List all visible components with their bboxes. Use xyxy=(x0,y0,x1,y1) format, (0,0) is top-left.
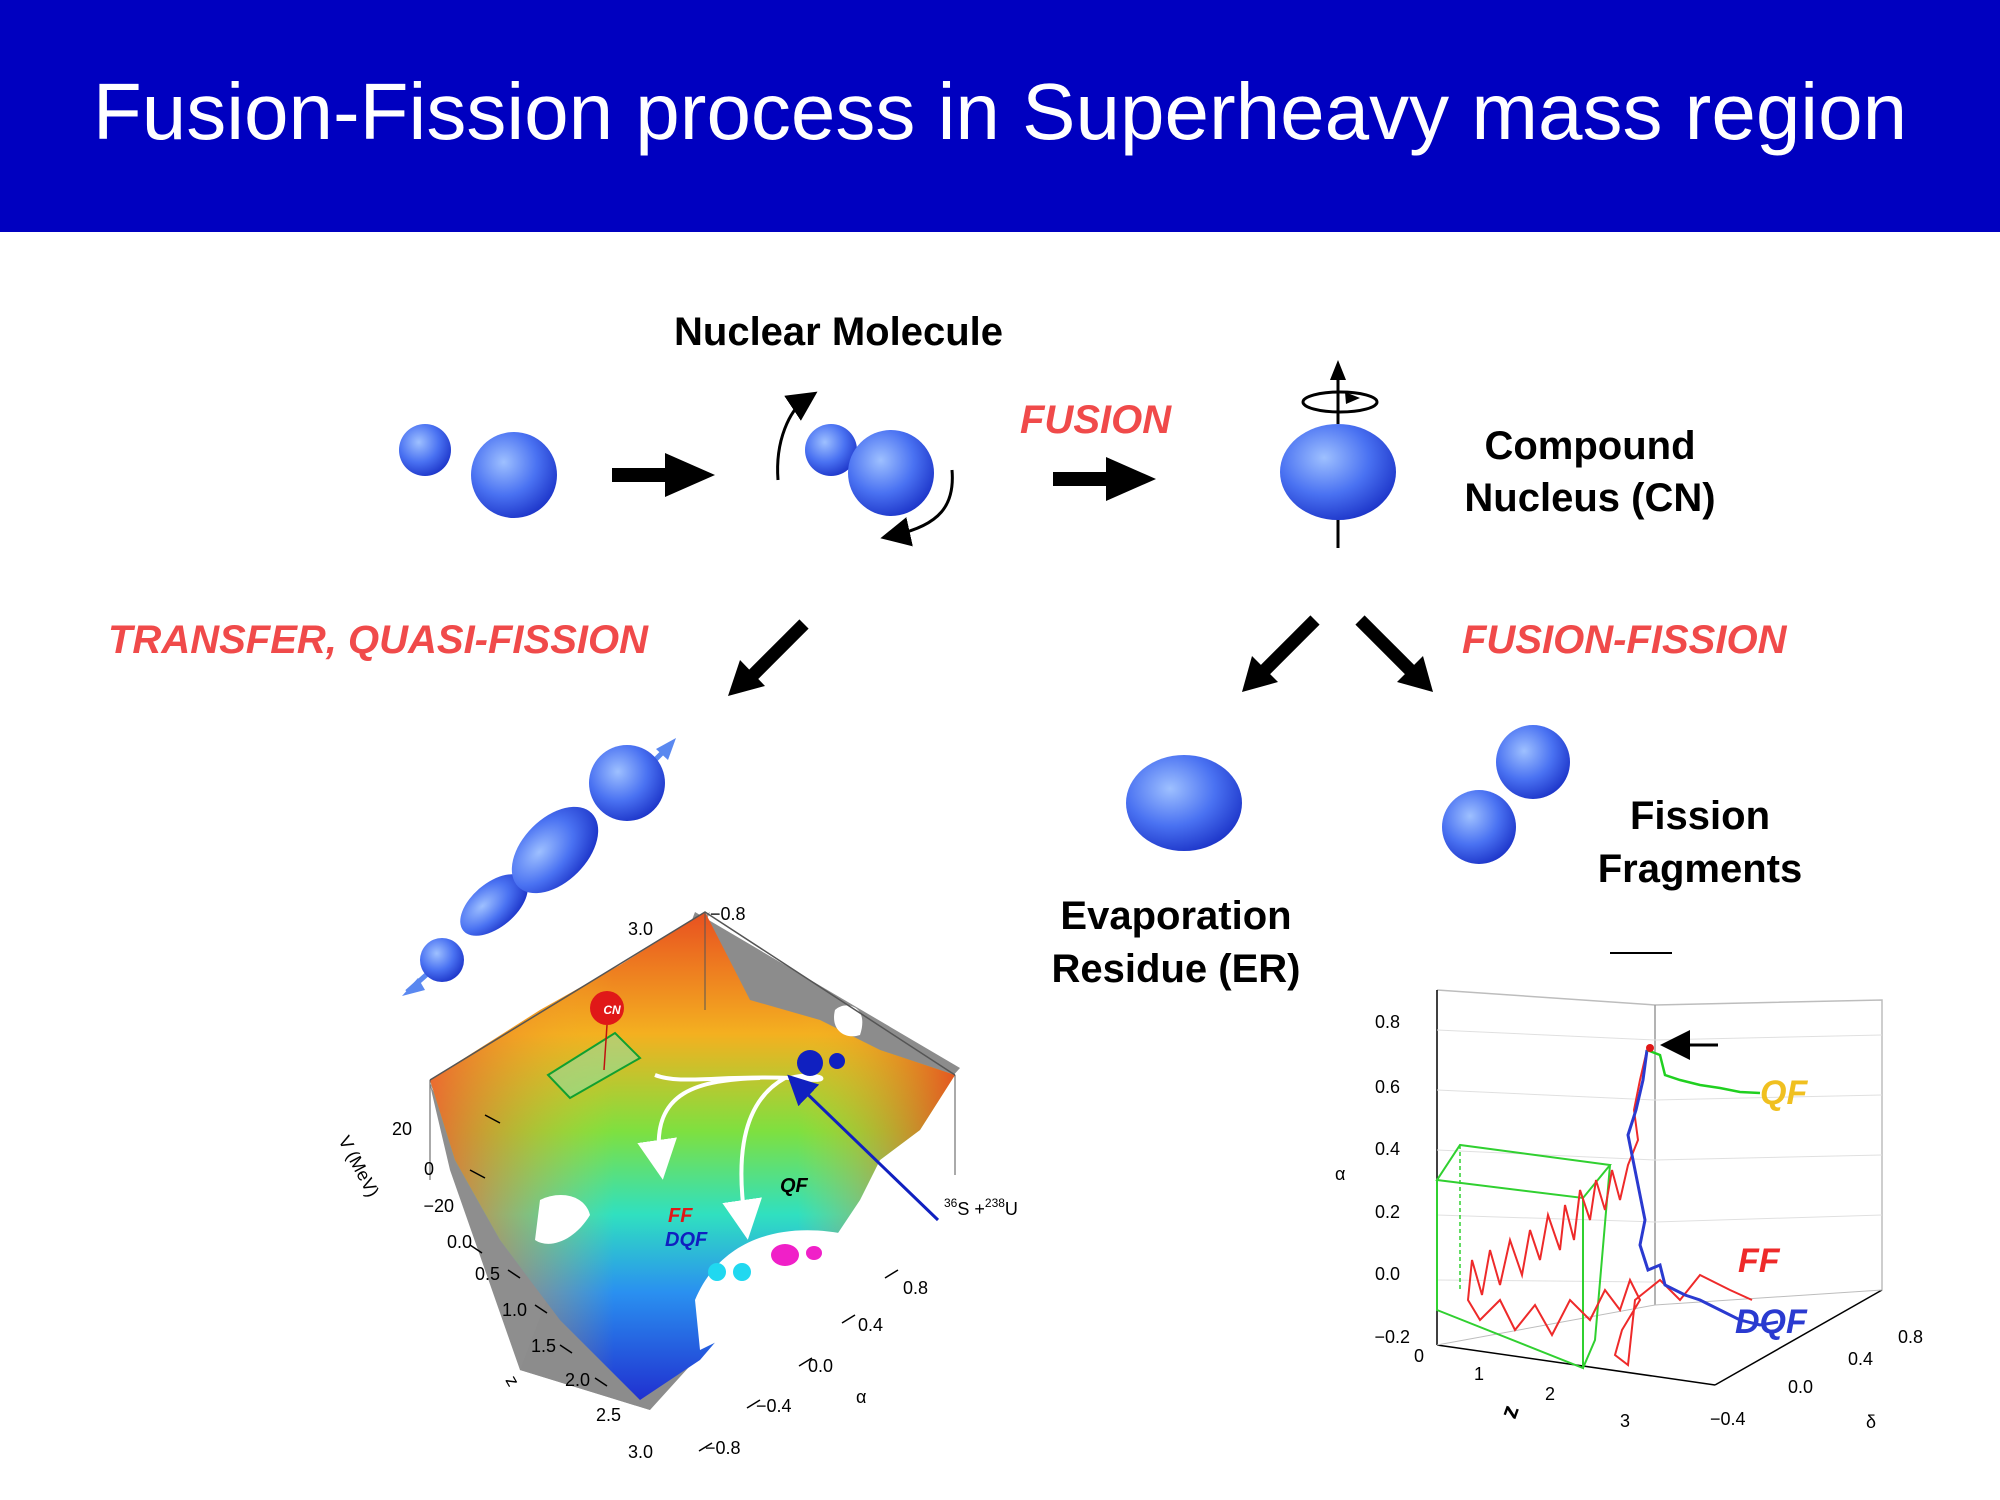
path-qf xyxy=(722,1076,786,1240)
compound-nucleus-label: Compound Nucleus (CN) xyxy=(1440,420,1740,524)
reaction-target-symbol: U xyxy=(1005,1199,1018,1219)
cn-marker-label: CN xyxy=(603,1003,621,1017)
traj-z-tick-1: 1 xyxy=(1474,1364,1484,1384)
reaction-projectile-mass: 36 xyxy=(944,1196,958,1210)
pes-z-tick-4: 2.0 xyxy=(565,1370,590,1390)
pes-corner-label-alpha: −0.8 xyxy=(710,904,746,924)
fission-fragment-upper xyxy=(1496,725,1570,799)
evaporation-residue-label: Evaporation Residue (ER) xyxy=(1026,890,1326,996)
fission-fragments-label-line2: Fragments xyxy=(1597,847,1803,891)
pes-alpha-tick-1: 0.4 xyxy=(858,1315,883,1335)
slide-title: Fusion-Fission process in Superheavy mas… xyxy=(92,67,1908,156)
cn-region-box xyxy=(546,1031,642,1100)
transfer-quasi-fission-label: TRANSFER, QUASI-FISSION xyxy=(108,618,649,662)
pes-v-tick-0: 20 xyxy=(392,1119,412,1139)
trajectory-plot xyxy=(1435,952,1883,1386)
fission-valley xyxy=(695,1230,879,1350)
pes-alpha-tick-2: 0.0 xyxy=(808,1356,833,1376)
compound-nucleus-sphere xyxy=(1280,424,1396,520)
projectile-sphere xyxy=(399,424,451,476)
arrow-to-nuclear-molecule xyxy=(612,453,715,497)
spin-rotation-arrowhead-icon xyxy=(1345,392,1360,404)
quasi-fission-shape xyxy=(402,738,676,996)
traj-z-tick-2: 2 xyxy=(1545,1384,1555,1404)
plot-box-back xyxy=(1436,989,1883,1290)
pes-path-label-ff: FF xyxy=(668,1205,693,1227)
spin-rotation-ring-icon xyxy=(1301,390,1379,414)
traj-alpha-tick-0: 0.8 xyxy=(1375,1012,1400,1032)
entrance-channel-arrow xyxy=(787,1074,940,1222)
reaction-projectile-symbol: S xyxy=(957,1199,969,1219)
traj-alpha-axis-label: α xyxy=(1335,1164,1345,1184)
fusion-fission-label: FUSION-FISSION xyxy=(1462,618,1787,662)
rotation-arrow-lower-icon xyxy=(880,469,954,547)
pes-v-tick-2: −20 xyxy=(423,1196,454,1216)
pes-z-tick-6: 3.0 xyxy=(628,1442,653,1462)
pes-alpha-tick-0: 0.8 xyxy=(903,1278,928,1298)
fusion-label: FUSION xyxy=(1020,398,1172,442)
pes-z-tick-3: 1.5 xyxy=(531,1336,556,1356)
trajectory-qf xyxy=(1646,1048,1761,1095)
cn-marker xyxy=(590,991,624,1025)
title-banner: Fusion-Fission process in Superheavy mas… xyxy=(0,0,2000,232)
traj-delta-tick-1: 0.4 xyxy=(1848,1349,1873,1369)
pes-z-tick-1: 0.5 xyxy=(475,1264,500,1284)
spin-axis-arrowhead-icon xyxy=(1330,360,1346,380)
traj-z-tick-3: 3 xyxy=(1620,1411,1630,1431)
traj-delta-tick-3: −0.4 xyxy=(1710,1409,1746,1429)
traj-z-axis-label: z xyxy=(1495,1402,1524,1423)
traj-legend-dqf: DQF xyxy=(1735,1303,1808,1341)
path-entrance xyxy=(654,1073,791,1082)
traj-legend-ff: FF xyxy=(1738,1242,1781,1280)
traj-alpha-tick-1: 0.6 xyxy=(1375,1077,1400,1097)
arrow-to-quasi-fission xyxy=(728,619,809,696)
traj-alpha-tick-2: 0.4 xyxy=(1375,1139,1400,1159)
trajectory-ff xyxy=(1466,1049,1753,1367)
fission-fragments-label-line1: Fission xyxy=(1629,794,1771,838)
arrow-to-fission-fragments xyxy=(1355,615,1433,692)
trajectory-dqf xyxy=(1626,1049,1779,1327)
traj-alpha-tick-4: 0.0 xyxy=(1375,1264,1400,1284)
reaction-target-mass: 238 xyxy=(985,1196,1005,1210)
arrow-to-compound-nucleus xyxy=(1053,457,1156,501)
traj-alpha-tick-3: 0.2 xyxy=(1375,1202,1400,1222)
nuclear-molecule-label: Nuclear Molecule xyxy=(674,310,1004,354)
fission-fragments-label: Fission Fragments xyxy=(1560,790,1840,896)
compound-nucleus-label-line2: Nucleus (CN) xyxy=(1464,476,1716,520)
pes-z-tick-0: 0.0 xyxy=(447,1232,472,1252)
traj-alpha-tick-5: −0.2 xyxy=(1374,1327,1410,1347)
pes-v-tick-1: 0 xyxy=(424,1159,434,1179)
traj-delta-tick-0: 0.8 xyxy=(1898,1327,1923,1347)
pes-z-tick-5: 2.5 xyxy=(596,1405,621,1425)
nuclear-molecule-large-sphere xyxy=(848,430,934,516)
traj-z-tick-0: 0 xyxy=(1414,1346,1424,1366)
compound-nucleus-label-line1: Compound xyxy=(1484,424,1696,468)
traj-delta-axis-label: δ xyxy=(1866,1412,1876,1432)
pes-z-tick-2: 1.0 xyxy=(502,1300,527,1320)
reaction-plus: + xyxy=(969,1199,985,1219)
pes-alpha-tick-3: −0.4 xyxy=(756,1396,792,1416)
pes-z-axis-label: z xyxy=(502,1372,524,1390)
potential-energy-surface xyxy=(429,911,960,1452)
pes-path-label-dqf: DQF xyxy=(665,1229,708,1251)
pes-v-axis-label: V (MeV) xyxy=(334,1132,383,1200)
evaporation-residue-label-line1: Evaporation xyxy=(1060,894,1292,938)
pes-alpha-tick-4: −0.8 xyxy=(705,1438,741,1458)
pes-corner-label-z: 3.0 xyxy=(628,919,653,939)
pes-reaction-label: 36S +238U xyxy=(944,1196,1018,1219)
arrow-to-evaporation-residue xyxy=(1242,615,1320,692)
cn-region-cube xyxy=(1435,1143,1612,1200)
nuclear-molecule-small-sphere xyxy=(805,424,857,476)
pes-path-label-qf: QF xyxy=(780,1175,809,1197)
target-sphere xyxy=(471,432,557,518)
pes-alpha-axis-label: α xyxy=(856,1387,866,1407)
traj-delta-tick-2: 0.0 xyxy=(1788,1377,1813,1397)
traj-legend-qf: QF xyxy=(1760,1074,1808,1112)
fission-fragment-lower xyxy=(1442,790,1516,864)
rotation-arrow-upper-icon xyxy=(776,391,818,481)
evaporation-residue-sphere xyxy=(1126,755,1242,851)
evaporation-residue-label-line2: Residue (ER) xyxy=(1051,947,1301,991)
